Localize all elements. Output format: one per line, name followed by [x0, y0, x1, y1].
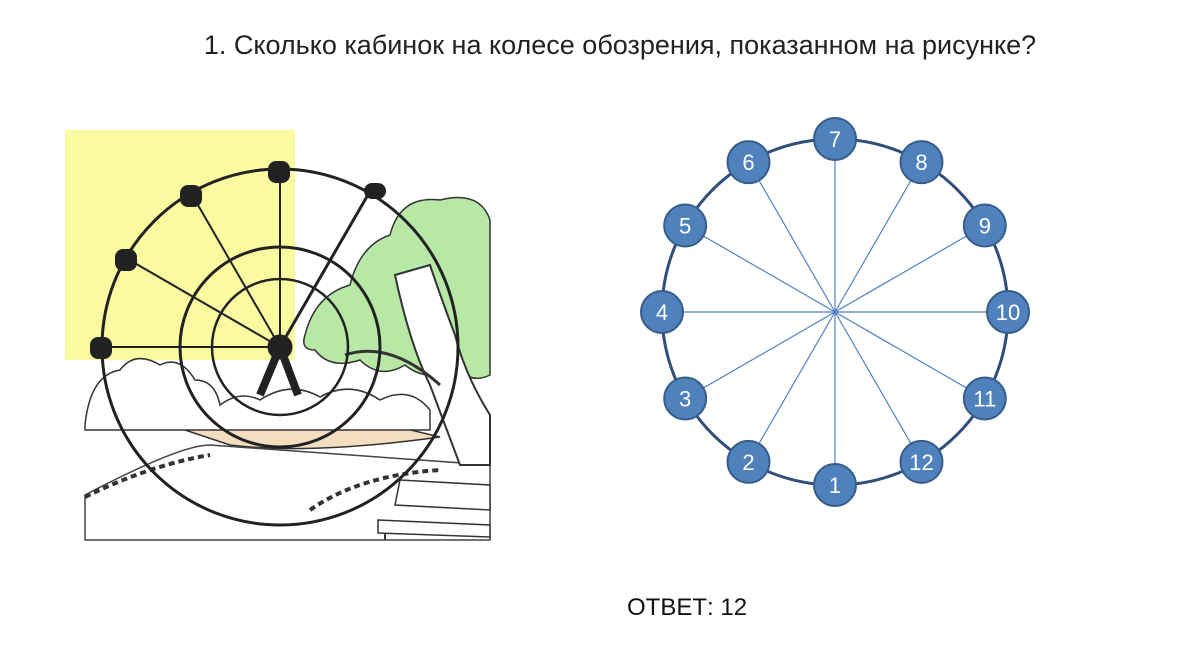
- cabin-number: 1: [829, 473, 841, 498]
- question-title: 1. Сколько кабинок на колесе обозрения, …: [203, 30, 1037, 60]
- cabin-icon: [180, 185, 202, 207]
- cabin-circle: [986, 290, 1030, 334]
- bench: [377, 479, 491, 540]
- cabin-circle: [899, 140, 944, 185]
- cabin-circle: [899, 439, 944, 484]
- cabin-3: 3: [663, 376, 708, 421]
- cabin-1: 1: [813, 463, 857, 507]
- cabin-circle: [663, 203, 708, 248]
- cabin-number: 11: [973, 387, 996, 412]
- cabin-number: 3: [679, 387, 691, 412]
- cabin-circle: [726, 439, 771, 484]
- cabin-11: 11: [962, 376, 1007, 421]
- ferris-wheel-illustration: [65, 130, 491, 541]
- cabin-number: 6: [742, 150, 754, 175]
- cabin-number: 4: [656, 300, 668, 325]
- bushes: [84, 357, 431, 431]
- cabin-circle: [962, 376, 1007, 421]
- cabin-number: 2: [742, 450, 754, 475]
- cabin-10: 10: [986, 290, 1030, 334]
- wheel-spoke: [747, 311, 836, 463]
- cabin-circle: [663, 376, 708, 421]
- cabin-8: 8: [899, 140, 944, 185]
- cabin-4: 4: [640, 290, 684, 334]
- cabin-9: 9: [962, 203, 1007, 248]
- wheel-spoke: [834, 161, 923, 313]
- cabin-circle: [726, 140, 771, 185]
- cabin-number: 8: [915, 150, 927, 175]
- cabin-number: 12: [909, 450, 933, 475]
- cabin-icon: [364, 183, 386, 199]
- wheel-spoke: [684, 311, 836, 400]
- visible-cabins: [90, 161, 386, 359]
- cabin-6: 6: [726, 140, 771, 185]
- answer-text: ОТВЕТ: 12: [627, 594, 748, 621]
- cabin-circle: [813, 117, 857, 161]
- cabin-circle: [813, 463, 857, 507]
- wheel-spoke: [834, 311, 923, 463]
- cabin-number: 7: [829, 127, 841, 152]
- cabin-7: 7: [813, 117, 857, 161]
- cabin-icon: [268, 161, 290, 183]
- walkway-edge: [84, 453, 211, 499]
- wheel-spokes: [662, 139, 1008, 485]
- wheel-spoke: [834, 224, 986, 313]
- cabin-number: 9: [979, 214, 991, 239]
- cabin-circle: [640, 290, 684, 334]
- highlight-area: [65, 130, 295, 360]
- cabin-icon: [90, 337, 112, 359]
- cabin-number: 10: [996, 300, 1020, 325]
- wheel-spoke: [684, 224, 836, 313]
- cabin-12: 12: [899, 439, 944, 484]
- cabin-2: 2: [726, 439, 771, 484]
- cabin-5: 5: [663, 203, 708, 248]
- cabin-circle: [962, 203, 1007, 248]
- walkway-edge-2: [308, 468, 441, 512]
- tree-branch: [344, 349, 442, 387]
- wheel-spoke: [747, 161, 836, 313]
- cabin-number: 5: [679, 214, 691, 239]
- tree-trunk: [393, 263, 491, 466]
- wheel-spoke: [834, 311, 986, 400]
- cabin-icon: [115, 249, 137, 271]
